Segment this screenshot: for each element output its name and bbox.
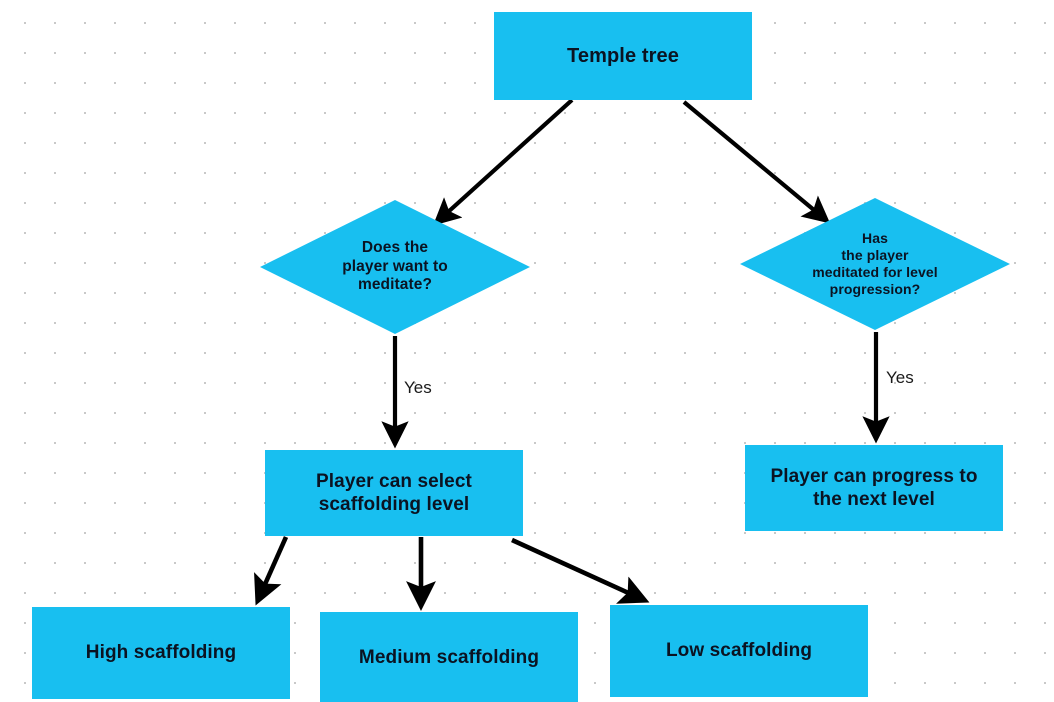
node-line-4: progression? bbox=[829, 280, 921, 297]
node-progress-label: Player can progress to the next level bbox=[770, 465, 977, 511]
node-line-1: Player can progress to bbox=[770, 465, 978, 487]
node-player-can-select-scaffolding-level[interactable]: Player can select scaffolding level bbox=[265, 450, 523, 536]
node-medium-scaffolding[interactable]: Medium scaffolding bbox=[320, 612, 578, 702]
node-has-player-meditated-for-level-progression[interactable]: Has the player meditated for level progr… bbox=[740, 198, 1010, 330]
node-high-scaffolding[interactable]: High scaffolding bbox=[32, 607, 290, 699]
edge-select-level-to-high bbox=[254, 536, 289, 606]
node-player-can-progress-to-next-level[interactable]: Player can progress to the next level bbox=[745, 445, 1003, 531]
node-line-1: Player can select bbox=[316, 470, 472, 492]
edge-label-yes-left: Yes bbox=[404, 378, 432, 397]
node-line-3: meditated for level bbox=[812, 264, 938, 280]
node-line-2: the player bbox=[841, 247, 909, 264]
node-high-scaffolding-label: High scaffolding bbox=[85, 642, 237, 664]
node-line-2: scaffolding level bbox=[318, 494, 470, 515]
node-has-player-meditated-label: Has the player meditated for level progr… bbox=[759, 230, 991, 297]
node-does-player-want-to-meditate-label: Does the player want to meditate? bbox=[279, 239, 511, 295]
node-line-1: Does the bbox=[361, 239, 429, 257]
node-low-scaffolding[interactable]: Low scaffolding bbox=[610, 605, 868, 697]
node-temple-tree[interactable]: Temple tree bbox=[494, 12, 752, 100]
edge-label-yes-right: Yes bbox=[886, 368, 914, 387]
node-temple-tree-label: Temple tree bbox=[567, 44, 679, 67]
node-line-1: Has bbox=[862, 230, 888, 247]
node-line-2: player want to bbox=[342, 257, 448, 275]
node-low-scaffolding-label: Low scaffolding bbox=[665, 640, 813, 662]
node-medium-scaffolding-label: Medium scaffolding bbox=[358, 647, 540, 669]
node-select-level-label: Player can select scaffolding level bbox=[316, 470, 472, 516]
node-does-player-want-to-meditate[interactable]: Does the player want to meditate? bbox=[260, 200, 530, 334]
node-line-2: the next level bbox=[813, 489, 935, 510]
node-line-3: meditate? bbox=[357, 276, 433, 294]
edge-select-level-to-low bbox=[511, 537, 650, 604]
